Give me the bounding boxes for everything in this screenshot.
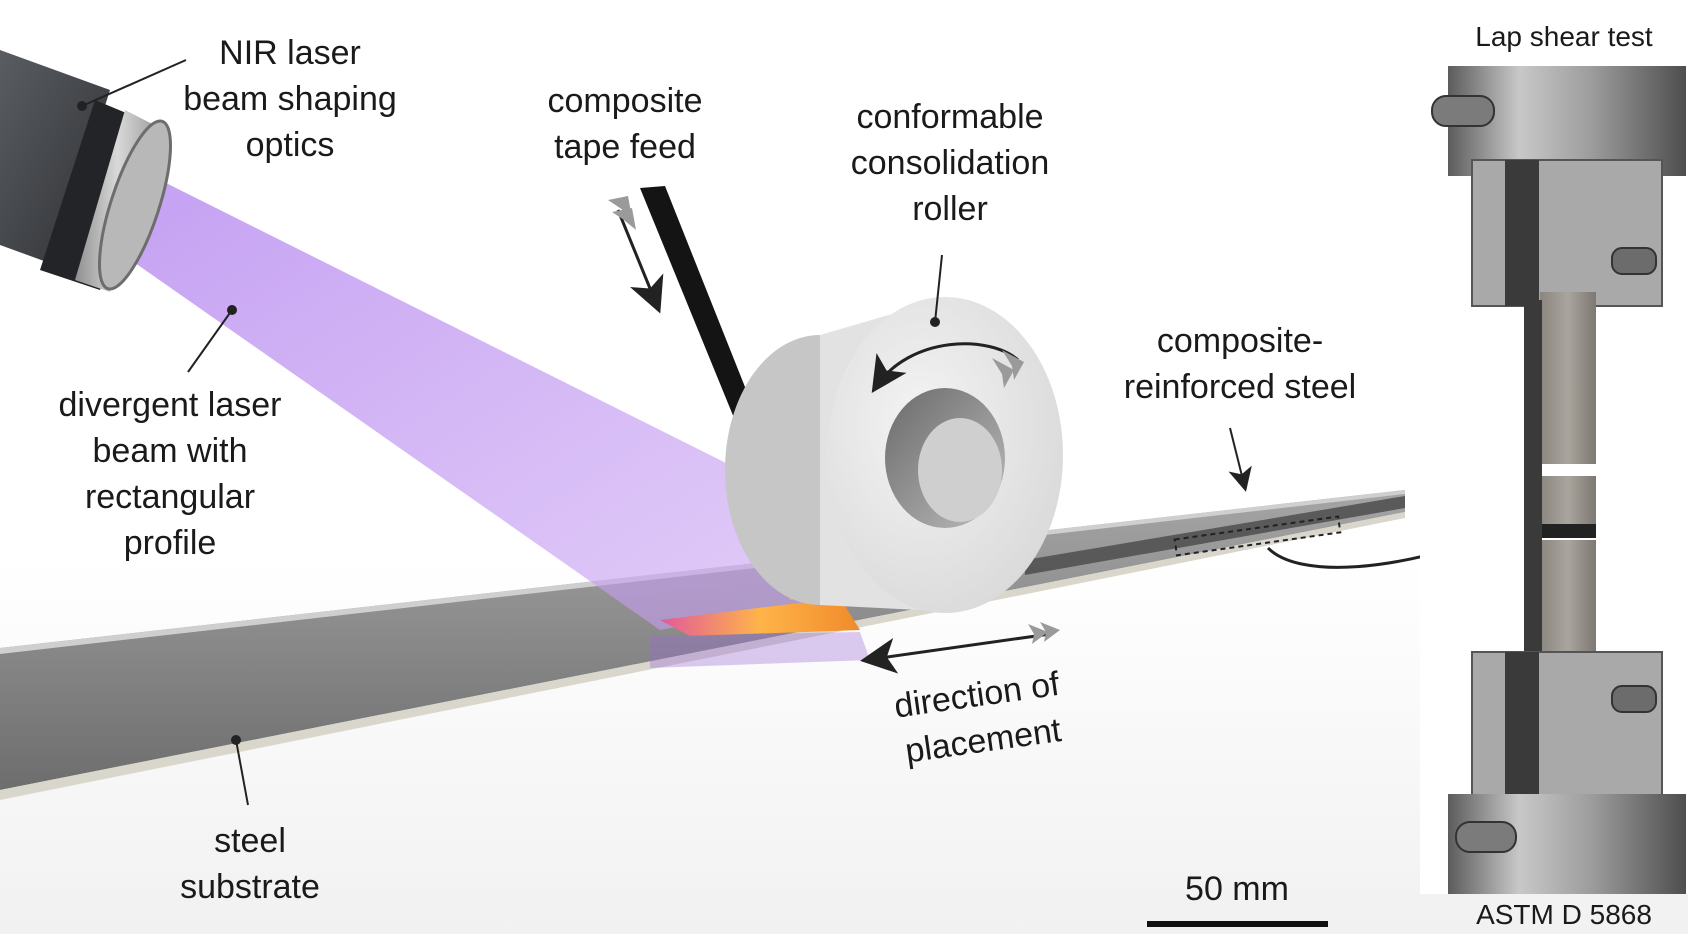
label-roller: conformable consolidation roller bbox=[830, 94, 1070, 232]
lap-shear-text: Lap shear test bbox=[1475, 21, 1653, 52]
label-line: conformable bbox=[856, 98, 1044, 136]
leader-lines bbox=[77, 59, 1252, 806]
composite-layer bbox=[1025, 496, 1405, 575]
astm-label: ASTM D 5868 bbox=[1448, 898, 1680, 932]
label-line: rectangular bbox=[84, 478, 256, 516]
rotation-chevron-icon bbox=[992, 350, 1024, 388]
label-line: NIR laser bbox=[219, 34, 361, 72]
scale-text: 50 mm bbox=[1185, 870, 1289, 908]
label-line: optics bbox=[245, 126, 335, 164]
label-line: consolidation bbox=[850, 144, 1050, 182]
label-line: beam shaping bbox=[183, 80, 397, 118]
label-line: roller bbox=[912, 190, 988, 228]
label-tape-feed: composite tape feed bbox=[530, 78, 720, 170]
laser-beam bbox=[95, 170, 820, 630]
label-substrate: steel substrate bbox=[150, 818, 350, 910]
reflection-glow bbox=[650, 632, 870, 668]
label-laser-beam: divergent laser beam with rectangular pr… bbox=[30, 382, 310, 566]
lap-shear-title: Lap shear test bbox=[1448, 20, 1680, 54]
placement-chevron-icon bbox=[1028, 622, 1060, 644]
lap-region-marker bbox=[1173, 515, 1342, 557]
consolidation-roller bbox=[725, 297, 1063, 613]
label-laser-optics: NIR laser beam shaping optics bbox=[160, 30, 420, 168]
label-line: composite bbox=[547, 82, 703, 120]
feed-arrow-icon bbox=[616, 209, 664, 314]
label-composite-steel: composite- reinforced steel bbox=[1100, 318, 1380, 410]
label-line: steel bbox=[214, 822, 286, 860]
label-line: composite- bbox=[1156, 322, 1324, 360]
lap-shear-photo bbox=[1420, 66, 1688, 894]
scale-bar-label: 50 mm bbox=[1157, 866, 1317, 912]
label-line: beam with bbox=[92, 432, 248, 470]
label-line: reinforced steel bbox=[1123, 368, 1357, 406]
feed-chevron-icon bbox=[608, 196, 636, 230]
label-line: substrate bbox=[180, 868, 320, 906]
placement-arrow-icon bbox=[860, 632, 1051, 674]
astm-text: ASTM D 5868 bbox=[1476, 899, 1652, 930]
label-line: profile bbox=[123, 524, 217, 562]
label-line: divergent laser bbox=[58, 386, 282, 424]
label-line: tape feed bbox=[554, 128, 696, 166]
heated-zone bbox=[660, 598, 860, 636]
